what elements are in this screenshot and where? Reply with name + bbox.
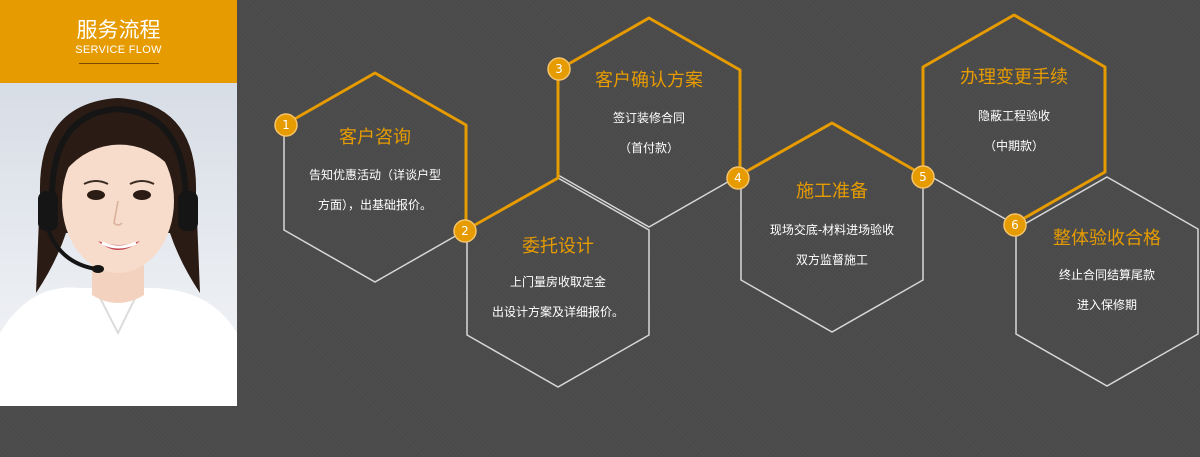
- section-subtitle: SERVICE FLOW: [75, 44, 162, 56]
- step-5-number: 5: [919, 170, 927, 184]
- step-1-desc-line-2: 方面），出基础报价。: [318, 197, 432, 212]
- step-2-badge: 2: [453, 219, 477, 243]
- step-6-title: 整体验收合格: [1053, 228, 1161, 249]
- step-1-desc-line-1: 告知优惠活动（详谈户型: [309, 167, 441, 182]
- step-4-desc-line-1: 现场交底-材料进场验收: [770, 222, 894, 237]
- step-5-desc-line-1: 隐蔽工程验收: [978, 108, 1050, 123]
- flow-path: [283, 13, 1107, 232]
- step-4-desc-line-2: 双方监督施工: [796, 252, 868, 267]
- step-5-badge: 5: [911, 165, 935, 189]
- step-2-desc-line-1: 上门量房收取定金: [510, 274, 606, 289]
- step-6-number: 6: [1011, 218, 1019, 232]
- step-3-number: 3: [555, 62, 563, 76]
- step-1-badge: 1: [274, 113, 298, 137]
- step-5-desc-line-2: （中期款）: [984, 138, 1044, 153]
- step-2-desc-line-2: 出设计方案及详细报价。: [492, 304, 624, 319]
- step-3-title: 客户确认方案: [595, 70, 703, 91]
- step-6-badge: 6: [1003, 213, 1027, 237]
- step-6-desc-line-2: 进入保修期: [1077, 297, 1137, 312]
- step-2-title: 委托设计: [522, 236, 594, 257]
- section-title: 服务流程: [76, 18, 161, 42]
- step-6-desc-line-1: 终止合同结算尾款: [1059, 267, 1155, 282]
- step-3-desc-line-1: 签订装修合同: [613, 110, 685, 125]
- step-1-number: 1: [282, 118, 290, 132]
- step-1-title: 客户咨询: [339, 127, 411, 148]
- step-5-title: 办理变更手续: [960, 67, 1068, 88]
- step-4-badge: 4: [726, 166, 750, 190]
- header-divider: [79, 63, 159, 64]
- section-header: 服务流程 SERVICE FLOW: [0, 0, 237, 83]
- step-4-number: 4: [734, 171, 742, 185]
- customer-service-photo: [0, 83, 237, 406]
- step-3-badge: 3: [547, 57, 571, 81]
- step-3-desc-line-2: （首付款）: [619, 141, 679, 155]
- step-4-title: 施工准备: [796, 181, 868, 202]
- step-2-number: 2: [461, 224, 469, 238]
